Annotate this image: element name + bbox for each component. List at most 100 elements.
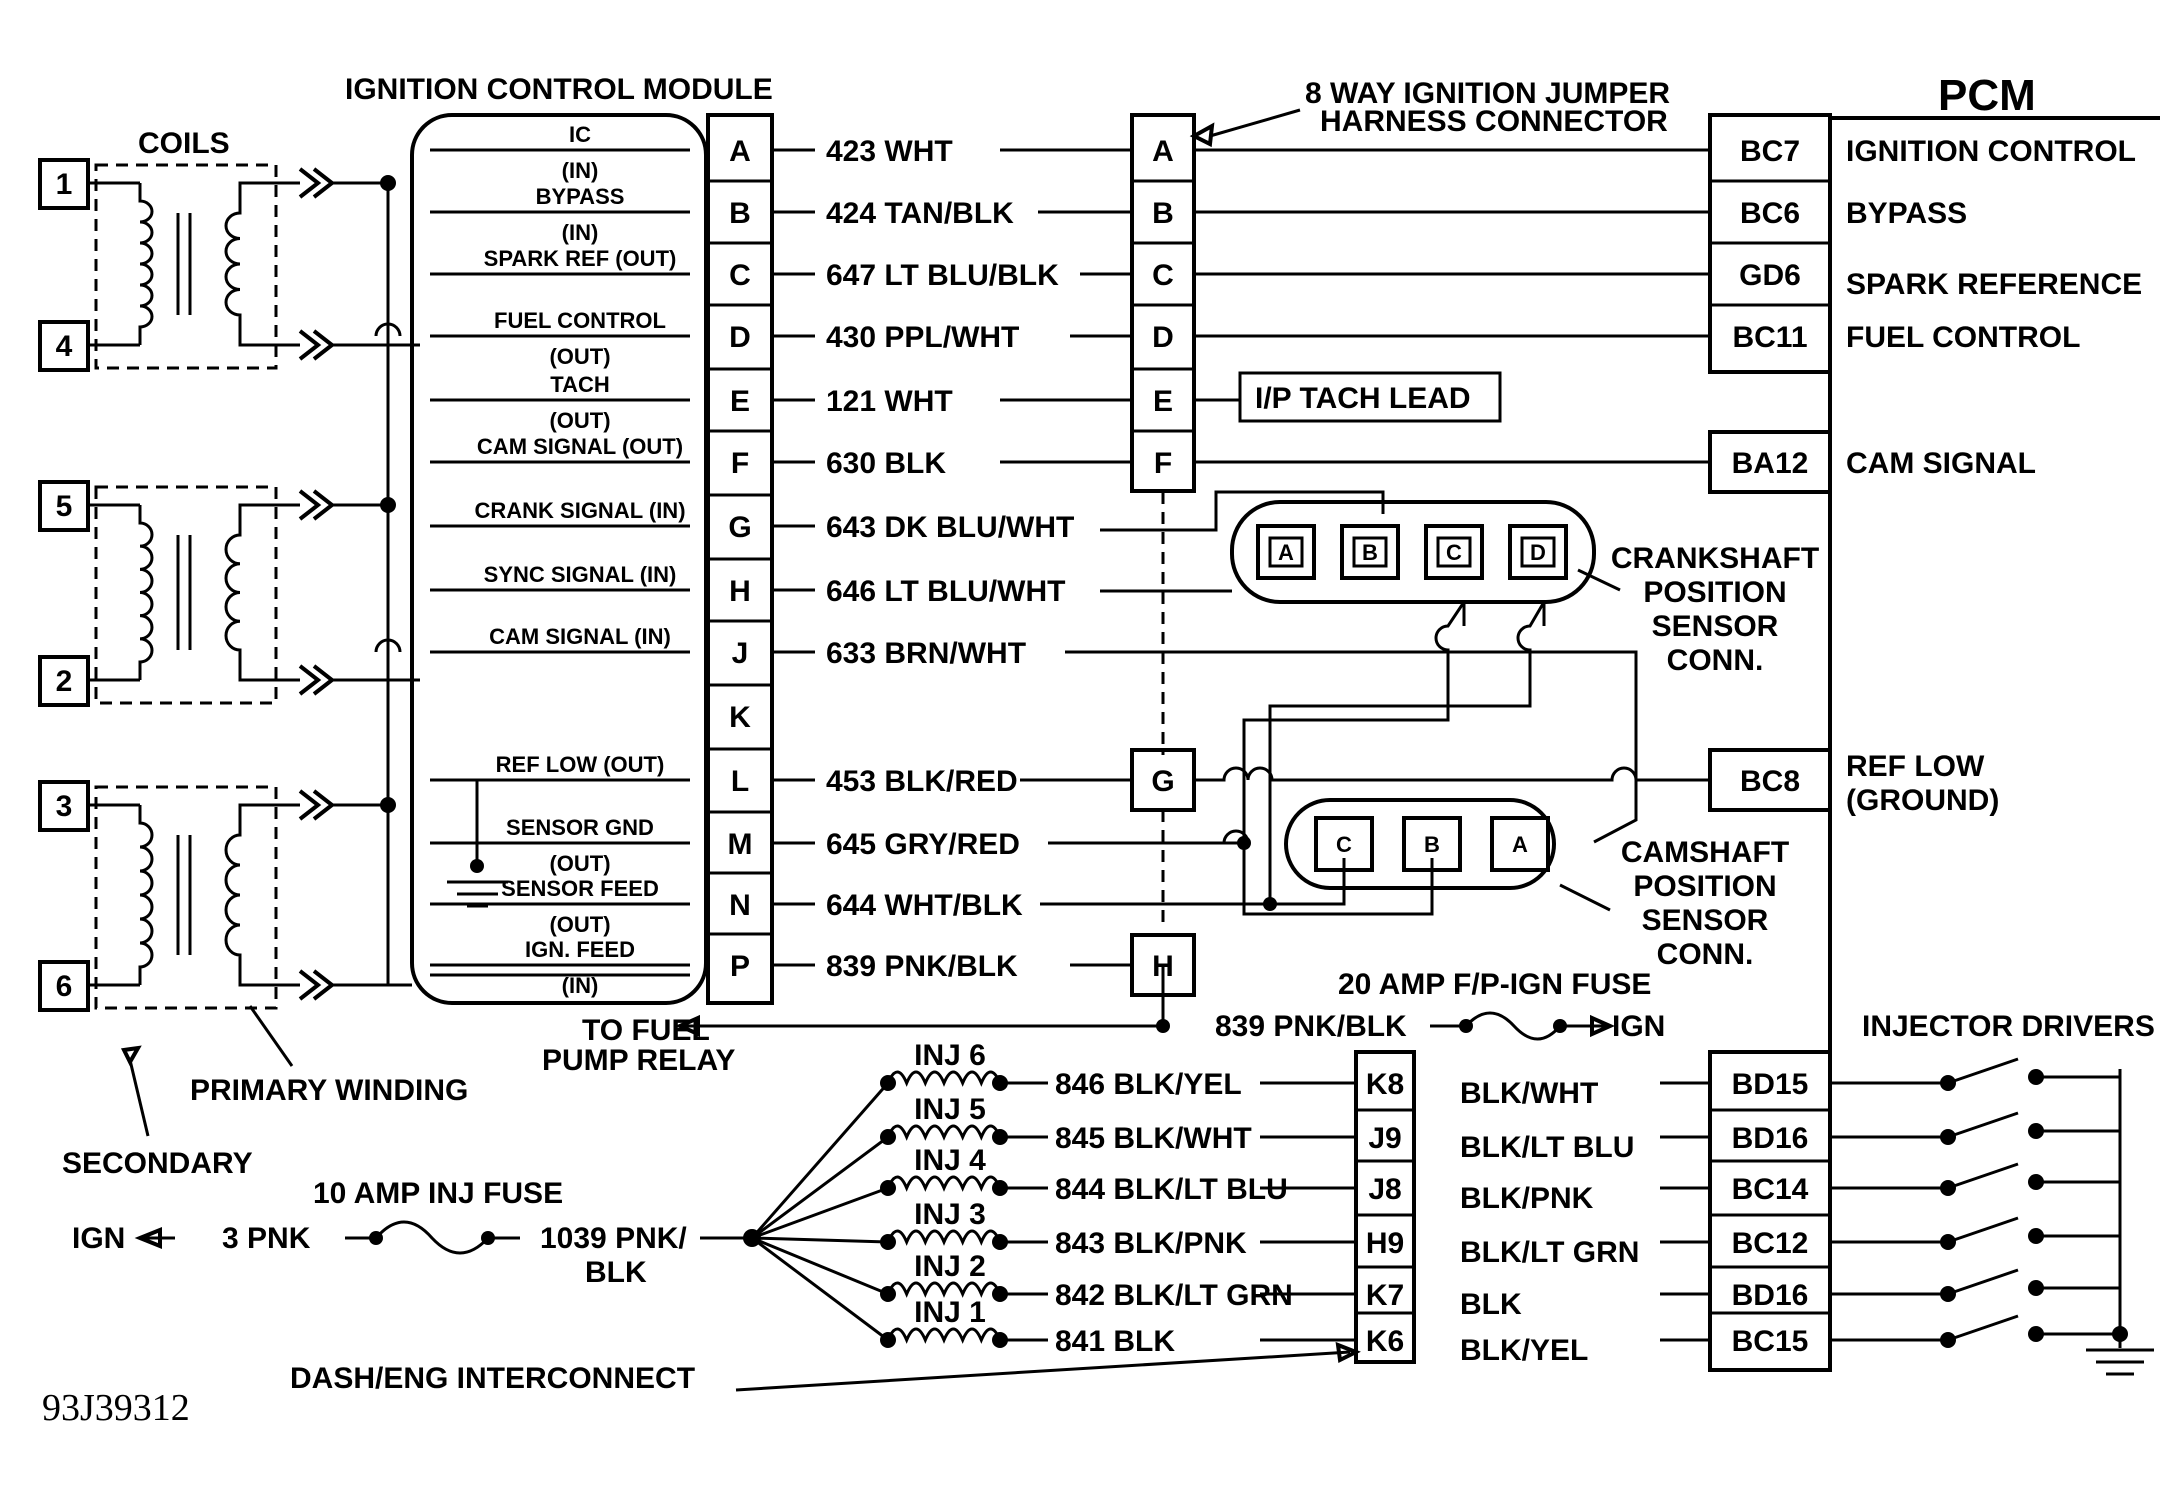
fuse-end-a <box>1459 1019 1473 1033</box>
icm-func-label: BYPASS <box>536 184 625 209</box>
wire-label: 645 GRY/RED <box>826 828 1020 861</box>
coils-title: COILS <box>138 127 230 160</box>
interconnect-pin: K8 <box>1366 1068 1404 1101</box>
icm-pin-E: E <box>730 385 750 418</box>
crank-label-line: CONN. <box>1667 644 1764 677</box>
icm-pin-L: L <box>731 765 749 798</box>
cam-pin-B: B <box>1424 832 1440 857</box>
crank-pin-inner <box>1352 536 1388 568</box>
injector-name: INJ 3 <box>914 1198 986 1231</box>
pcm-wire-label: BLK/PNK <box>1460 1182 1594 1215</box>
primary-winding <box>138 183 154 345</box>
injector-wire-label: 842 BLK/LT GRN <box>1055 1279 1293 1312</box>
icm-func-label: (IN) <box>562 220 599 245</box>
icm-func-label: (OUT) <box>549 851 610 876</box>
wire-label: 633 BRN/WHT <box>826 637 1026 670</box>
injector-coil-icon <box>886 1175 1002 1192</box>
jumper-arrow <box>1189 122 1215 148</box>
pcm-wire-label: BLK/LT BLU <box>1460 1131 1634 1164</box>
icm-pin-D: D <box>729 321 751 354</box>
pcm-pin-BC8: BC8 <box>1740 765 1800 798</box>
cam-sensor-connector <box>1284 798 1556 890</box>
icm-func-label: CRANK SIGNAL (IN) <box>474 498 685 523</box>
spark-terminal-icon <box>298 969 336 1001</box>
crank-label-line: POSITION <box>1643 576 1786 609</box>
inj-fan-wire <box>750 1082 890 1239</box>
driver-switch-icon <box>1947 1268 2019 1296</box>
wire-label: 630 BLK <box>826 447 946 480</box>
inj-feed-wire: 3 PNK <box>222 1222 311 1255</box>
driver-switch-icon <box>1947 1111 2019 1139</box>
injector-name: INJ 2 <box>914 1250 986 1283</box>
crank-label-line: SENSOR <box>1652 610 1779 643</box>
crank-pin-box <box>1256 524 1316 580</box>
icm-func-label: IGN. FEED <box>525 937 635 962</box>
injector-wire-label: 844 BLK/LT BLU <box>1055 1173 1288 1206</box>
inj-ign-label: IGN <box>72 1222 125 1255</box>
coil-core <box>176 835 192 955</box>
fp-relay-1: TO FUEL <box>582 1014 710 1047</box>
fp-ign-label: IGN <box>1612 1010 1665 1043</box>
interconnect-pin: J9 <box>1368 1122 1401 1155</box>
secondary-winding <box>224 181 300 347</box>
pcm-pin-BA12: BA12 <box>1732 447 1809 480</box>
primary-winding <box>138 805 154 985</box>
inj-fuse-end-b <box>481 1231 495 1245</box>
primary-winding-label: PRIMARY WINDING <box>190 1074 468 1107</box>
sensor-feed-junction <box>1263 897 1277 911</box>
jumper-pin-B: B <box>1152 197 1174 230</box>
jumper-pin-A: A <box>1152 135 1174 168</box>
crank-pin-A: A <box>1278 540 1294 565</box>
icm-pin-H: H <box>729 575 751 608</box>
pcm-pin-label: CAM SIGNAL <box>1846 447 2036 480</box>
inj-supply-1: 1039 PNK/ <box>540 1222 687 1255</box>
icm-pin-C: C <box>729 259 751 292</box>
icm-func-label: CAM SIGNAL (IN) <box>489 624 671 649</box>
icm-func-label: REF LOW (OUT) <box>496 752 665 777</box>
injector-name: INJ 1 <box>914 1296 986 1329</box>
injector-wire-label: 841 BLK <box>1055 1325 1175 1358</box>
secondary-label: SECONDARY <box>62 1147 253 1180</box>
injector-wire-label: 846 BLK/YEL <box>1055 1068 1242 1101</box>
cam-label-line: CONN. <box>1657 938 1754 971</box>
crank-pin-inner <box>1520 536 1556 568</box>
pcm-injector-pin: BD16 <box>1732 1279 1809 1312</box>
fp-relay-2: PUMP RELAY <box>542 1044 735 1077</box>
cam-pointer <box>1559 883 1611 912</box>
icm-func-label: CAM SIGNAL (OUT) <box>477 434 683 459</box>
interconnect-pin: J8 <box>1368 1173 1401 1206</box>
wire-label: 423 WHT <box>826 135 953 168</box>
icm-func-label: TACH <box>550 372 609 397</box>
driver-switch-icon <box>1947 1057 2019 1085</box>
injector-name: INJ 4 <box>914 1144 986 1177</box>
primary-pointer <box>248 1005 294 1067</box>
pcm-pin-label: (GROUND) <box>1846 784 1999 817</box>
crank-pin-B: B <box>1362 540 1378 565</box>
coil-core <box>176 535 192 650</box>
inj-fan-wire <box>751 1135 889 1240</box>
secondary-pointer <box>128 1059 150 1137</box>
injector-name: INJ 6 <box>914 1039 986 1072</box>
icm-function-labels: IC(IN)BYPASS(IN)SPARK REF (OUT)FUEL CONT… <box>430 122 690 998</box>
coil-2-outline <box>94 485 278 705</box>
coil-terminal-5: 5 <box>56 490 73 523</box>
pcm-wire-label: BLK/WHT <box>1460 1077 1598 1110</box>
inj-fan-wire <box>751 1236 889 1342</box>
spark-terminal-icon <box>298 329 336 361</box>
wire-label: 647 LT BLU/BLK <box>826 259 1059 292</box>
fp-ign-arrow <box>1590 1014 1615 1038</box>
jumper-pointer <box>1209 108 1301 138</box>
wire-label: 453 BLK/RED <box>826 765 1018 798</box>
crank-pin-D: D <box>1530 540 1546 565</box>
interconnect-label: DASH/ENG INTERCONNECT <box>290 1362 695 1395</box>
icm-pin-J: J <box>732 637 749 670</box>
secondary-winding <box>224 503 300 682</box>
jumper-pin-E: E <box>1153 385 1173 418</box>
coil-3-outline <box>94 785 278 1010</box>
